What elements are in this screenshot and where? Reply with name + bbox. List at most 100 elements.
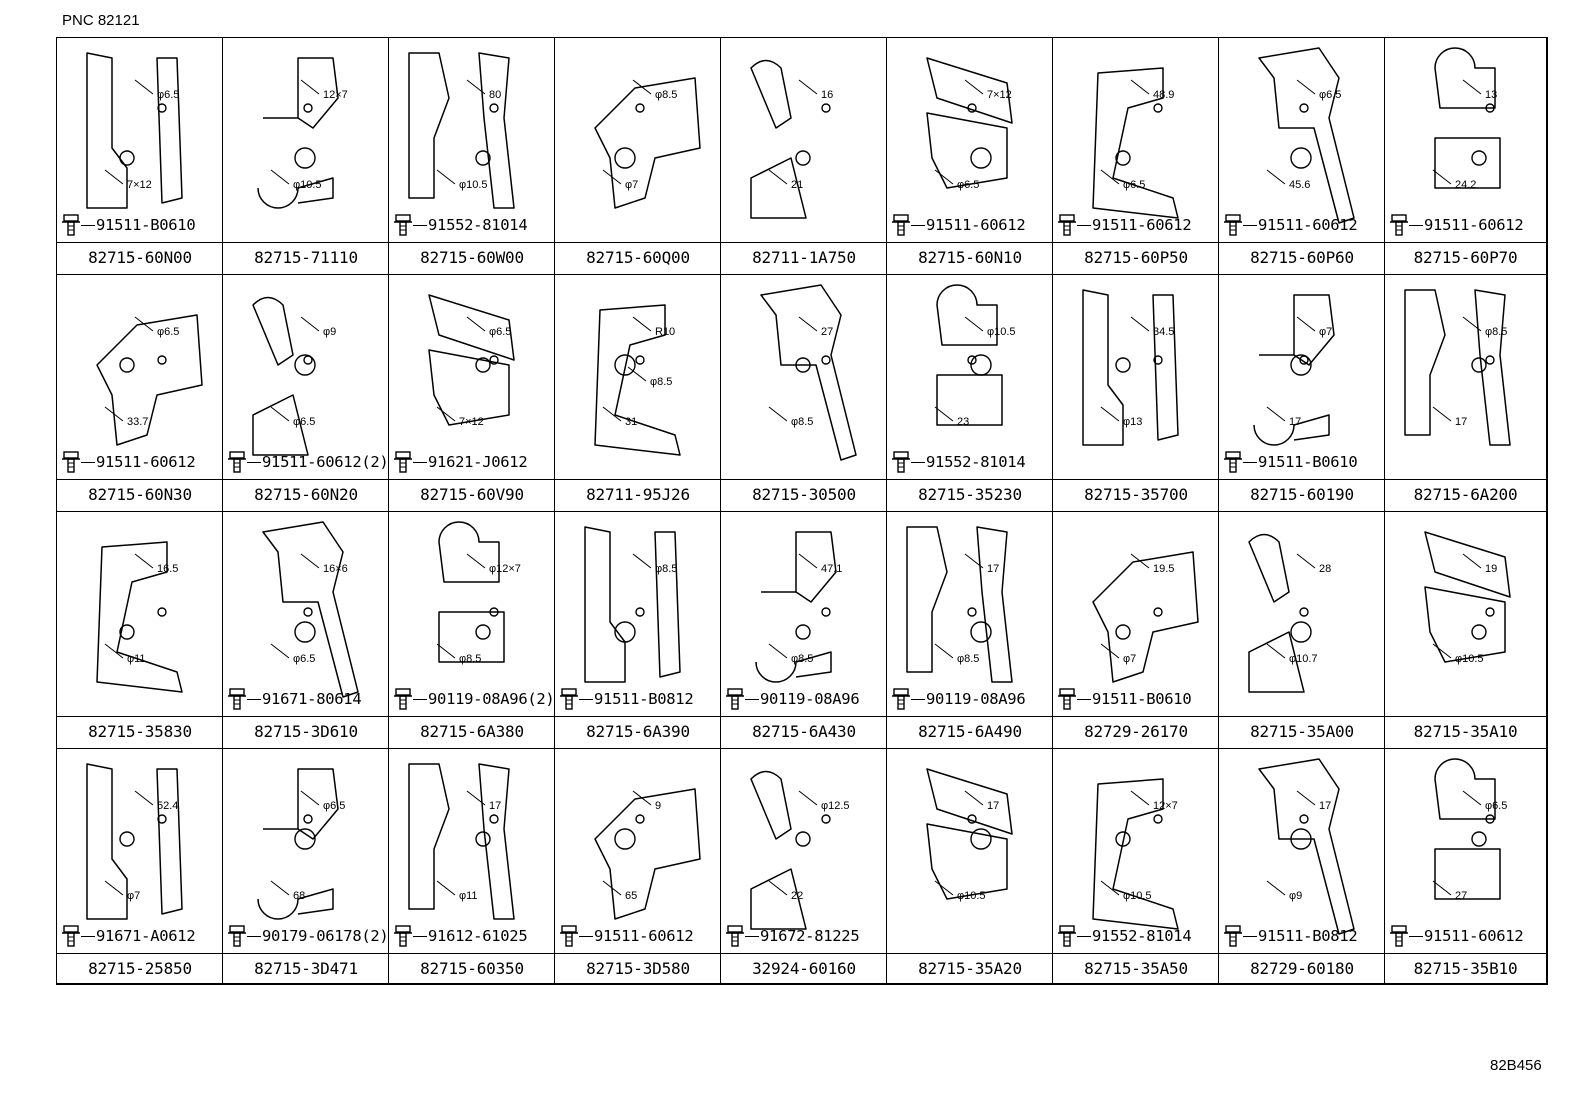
part-number: 82729-60180 xyxy=(1219,953,1385,983)
part-number: 82715-35A10 xyxy=(1385,716,1546,746)
leader-line xyxy=(1462,790,1482,806)
dimension-label: 16×6 xyxy=(323,563,348,575)
hole-mark xyxy=(821,814,831,824)
bracket-outline xyxy=(926,57,1013,189)
hole-mark xyxy=(614,354,636,376)
leader-line xyxy=(1266,169,1286,185)
bracket-outline xyxy=(755,531,837,683)
dimension-label: 28 xyxy=(1319,563,1331,575)
callout-line xyxy=(1077,698,1091,700)
bracket-drawing: φ6.57×12 xyxy=(428,294,515,428)
leader-line xyxy=(768,169,788,185)
dimension-label: 12×7 xyxy=(1153,800,1178,812)
figure-reference: 82B456 xyxy=(1490,1057,1542,1074)
part-number: 82715-3D471 xyxy=(223,953,389,983)
bolt-icon xyxy=(560,688,578,710)
bolt-icon xyxy=(1058,688,1076,710)
dimension-label: 17 xyxy=(1289,416,1301,428)
bolt-icon xyxy=(892,688,910,710)
hole-mark xyxy=(1153,103,1163,113)
hole-mark xyxy=(967,607,977,617)
dimension-label: φ8.5 xyxy=(655,89,677,101)
hole-mark xyxy=(1290,147,1312,169)
part-number: 82715-60P70 xyxy=(1385,242,1546,272)
bracket-outline xyxy=(584,526,681,683)
hole-mark xyxy=(303,355,313,365)
leader-line xyxy=(1266,406,1286,422)
hole-mark xyxy=(1299,355,1309,365)
part-number: 82715-6A430 xyxy=(721,716,887,746)
callout-line xyxy=(81,935,95,937)
bolt-callout: 91672-81225 xyxy=(725,925,860,947)
dimension-label: φ12×7 xyxy=(489,563,521,575)
dimension-label: φ10.5 xyxy=(957,890,986,902)
part-number: 82711-1A750 xyxy=(721,242,887,272)
hole-mark xyxy=(119,357,135,373)
dimension-label: 13 xyxy=(1485,89,1497,101)
bolt-callout: 91671-80614 xyxy=(227,688,362,710)
dimension-label: 17 xyxy=(1319,800,1331,812)
bolt-part-number: 91552-81014 xyxy=(1092,927,1192,945)
dimension-label: 16 xyxy=(821,89,833,101)
bolt-icon xyxy=(228,925,246,947)
bracket-drawing: φ6.57×12 xyxy=(86,52,183,209)
bracket-outline xyxy=(926,768,1013,900)
callout-line xyxy=(413,935,427,937)
callout-line xyxy=(247,698,261,700)
hole-mark xyxy=(1115,357,1131,373)
callout-line xyxy=(1243,224,1257,226)
leader-line xyxy=(300,553,320,569)
part-number: 82715-60350 xyxy=(389,953,555,983)
bolt-callout: 91511-B0610 xyxy=(1057,688,1192,710)
part-number: 82715-60N10 xyxy=(887,242,1053,272)
bolt-callout: 91552-81014 xyxy=(393,214,528,236)
bolt-icon xyxy=(394,451,412,473)
hole-mark xyxy=(119,150,135,166)
part-number: 82715-35700 xyxy=(1053,479,1219,509)
hole-mark xyxy=(795,624,811,640)
bracket-outline xyxy=(1092,551,1199,683)
bolt-part-number: 91511-B0812 xyxy=(594,690,694,708)
